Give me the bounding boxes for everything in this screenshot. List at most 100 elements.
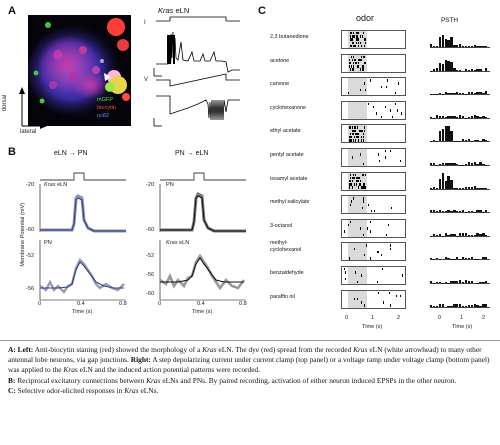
psth-bar [473, 140, 476, 142]
spike-tick [356, 132, 358, 136]
psth-bar [470, 304, 473, 307]
b-left-xtick-2: 0.8 [119, 301, 127, 307]
b-right-xlabel: Time (s) [192, 309, 213, 315]
spike-tick [356, 38, 358, 41]
psth-bar [464, 45, 468, 47]
psth-bar [453, 68, 456, 71]
psth-bar [432, 69, 436, 71]
psth-bar [435, 114, 439, 118]
b-right-cell-bottom-rest: eLN [177, 240, 190, 246]
caption-a-text4: A step depolarizing current under curren… [8, 355, 490, 375]
odor-label: paraffin oil [270, 293, 295, 300]
spike-tick [359, 88, 361, 92]
psth-bar [441, 303, 444, 307]
odor-raster [341, 266, 406, 285]
psth-bar [479, 210, 482, 213]
psth-bar [464, 187, 468, 189]
panel-a-traces [153, 16, 240, 127]
spike-tick [352, 179, 354, 183]
psth-bar [456, 91, 459, 95]
psth-bar [470, 187, 473, 189]
psth-bar [447, 209, 450, 213]
psth-bar [447, 163, 450, 165]
b-left-xlabel: Time (s) [72, 309, 93, 315]
confocal-image-art [28, 15, 131, 126]
spike-tick [358, 179, 360, 183]
orientation-arrows [19, 87, 47, 129]
psth-bar [430, 305, 433, 307]
b-left-cell-bottom: PN [44, 240, 52, 246]
psth-bar [430, 209, 433, 213]
psth-bar [459, 115, 462, 118]
psth-bar [453, 280, 456, 283]
spike-tick [364, 183, 366, 186]
spike-tick [378, 250, 380, 254]
spike-tick [351, 186, 353, 189]
psth-bar [435, 93, 439, 95]
b-left-tick-top-1: -20 [26, 182, 35, 188]
caption-b-text1: Reciprocal excitatory connections betwee… [15, 375, 147, 385]
psth-bar [447, 125, 450, 142]
spike-tick [351, 44, 353, 48]
psth-bar [450, 131, 453, 142]
spike-tick [351, 38, 353, 41]
spike-tick [354, 132, 356, 136]
odor-psth [430, 172, 490, 190]
psth-bar [461, 46, 465, 47]
spike-tick [359, 183, 361, 186]
psth-bar [438, 258, 442, 260]
psth-bar [461, 282, 465, 283]
psth-bar [464, 233, 468, 236]
psth-bar [473, 114, 476, 118]
caption-a: A: Left: Anti-biocytin staning (red) sho… [8, 345, 492, 376]
caption-a-kras3: Kras [63, 365, 78, 375]
spike-tick [362, 55, 364, 58]
psth-bar [430, 44, 433, 47]
spike-tick [354, 61, 356, 65]
psth-bar [430, 187, 433, 189]
spike-tick [361, 301, 362, 304]
psth-bar [444, 256, 447, 260]
psth-bar [485, 68, 488, 71]
spike-tick [360, 227, 362, 230]
spike-tick [369, 257, 371, 260]
psth-bar [461, 233, 465, 236]
odor-stimulus-window [348, 196, 367, 214]
spike-tick [349, 139, 351, 142]
odor-stimulus-window [348, 149, 367, 166]
spike-tick [384, 105, 386, 109]
caption-c-label: C: [8, 385, 16, 395]
b-right-tick-top-2: -60 [146, 227, 155, 233]
spike-tick [355, 129, 357, 132]
psth-bar [444, 181, 447, 189]
spike-tick [349, 135, 351, 139]
spike-tick [349, 173, 351, 176]
psth-bar [473, 234, 476, 236]
psth-bar [444, 233, 447, 236]
spike-tick [397, 109, 398, 112]
odor-label: cyclohexanone [270, 104, 306, 111]
spike-tick [359, 179, 361, 183]
psth-bar [450, 93, 453, 95]
spike-tick [353, 61, 355, 65]
b-right-plot [159, 172, 246, 301]
psth-bar [479, 233, 482, 236]
psth-bar [482, 92, 485, 95]
b-left-plot [39, 172, 126, 301]
psth-bar [459, 280, 462, 283]
spike-tick [364, 61, 366, 65]
psth-bar [461, 115, 465, 118]
psth-bar [467, 45, 471, 47]
psth-bar [435, 282, 439, 283]
psth-bar [438, 281, 442, 283]
psth-bar [470, 92, 473, 95]
spike-tick [350, 135, 352, 139]
psth-bar [464, 280, 468, 283]
psth-bar [467, 138, 471, 142]
spike-tick [356, 135, 358, 139]
spike-tick [392, 115, 393, 118]
psth-bar [473, 211, 476, 213]
panel-c-odor-title: odor [356, 13, 375, 23]
psth-bar [438, 303, 442, 307]
